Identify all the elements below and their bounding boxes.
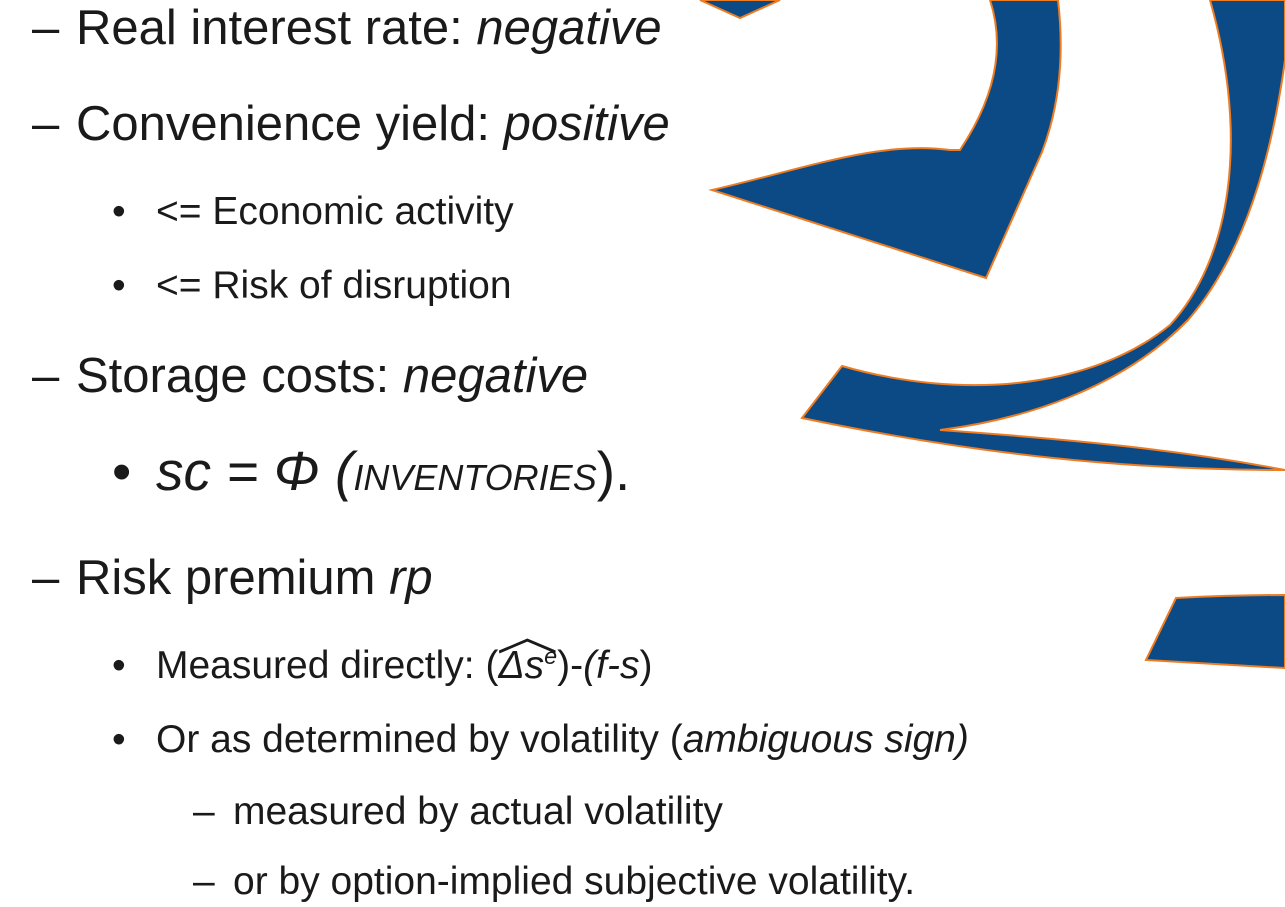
item-convenience-yield: –Convenience yield: positive [32,96,670,152]
formula-lhs: sc = Φ ( [156,440,354,502]
s-term: s [619,644,640,687]
item-economic-activity: • <= Economic activity [112,190,514,235]
formula-storage-cost: • sc = Φ (INVENTORIES). [112,440,630,503]
dash-marker: – [32,551,60,605]
label: Or as determined by volatility ( [156,718,683,761]
item-implied-volatility: –or by option-implied subjective volatil… [193,860,915,905]
ribbon-band-lower [1144,593,1285,670]
bullet-marker: • [112,190,126,233]
dash-marker: – [193,860,215,903]
item-real-interest-rate: –Real interest rate: negative [32,0,662,56]
label: Convenience yield: [76,97,504,151]
item-storage-costs: –Storage costs: negative [32,348,588,404]
label: Real interest rate: [76,1,477,55]
formula-arg: INVENTORIES [353,457,597,498]
bullet-marker: • [112,718,126,761]
ribbon-band-upper [708,0,1062,280]
dash-marker: – [193,790,215,833]
value: negative [476,1,662,55]
f-term: (f- [583,644,620,687]
value: positive [503,97,670,151]
bullet-marker: • [112,440,132,502]
dash-marker: – [32,1,60,55]
dash-marker: – [32,349,60,403]
value: ambiguous sign) [682,718,969,761]
label: <= Economic activity [156,190,514,233]
item-measured-directly: • Measured directly: (Δse)-(f-s) [112,638,653,689]
item-risk-of-disruption: • <= Risk of disruption [112,264,512,309]
formula-close: ). [596,440,631,502]
end-text: ) [639,644,653,687]
hat-mark [499,638,557,654]
label: Risk premium [76,551,390,605]
item-actual-volatility: –measured by actual volatility [193,790,723,835]
label: Storage costs: [76,349,403,403]
item-volatility: • Or as determined by volatility (ambiguo… [112,718,969,763]
label: <= Risk of disruption [156,264,512,307]
bullet-marker: • [112,264,126,307]
bullet-marker: • [112,644,126,687]
ribbon-band-main [800,0,1285,471]
dash-marker: – [32,97,60,151]
label: or by option-implied subjective volatili… [233,860,916,903]
label: measured by actual volatility [233,790,723,833]
hat-expression: Δse [498,638,557,689]
ribbon-arrow-tip [699,0,781,20]
mid-text: )- [557,644,584,687]
hat-symbol: Δs [498,644,545,687]
value: negative [402,349,589,403]
item-risk-premium: –Risk premium rp [32,550,433,606]
value: rp [389,551,433,605]
label: Measured directly: ( [156,644,499,687]
